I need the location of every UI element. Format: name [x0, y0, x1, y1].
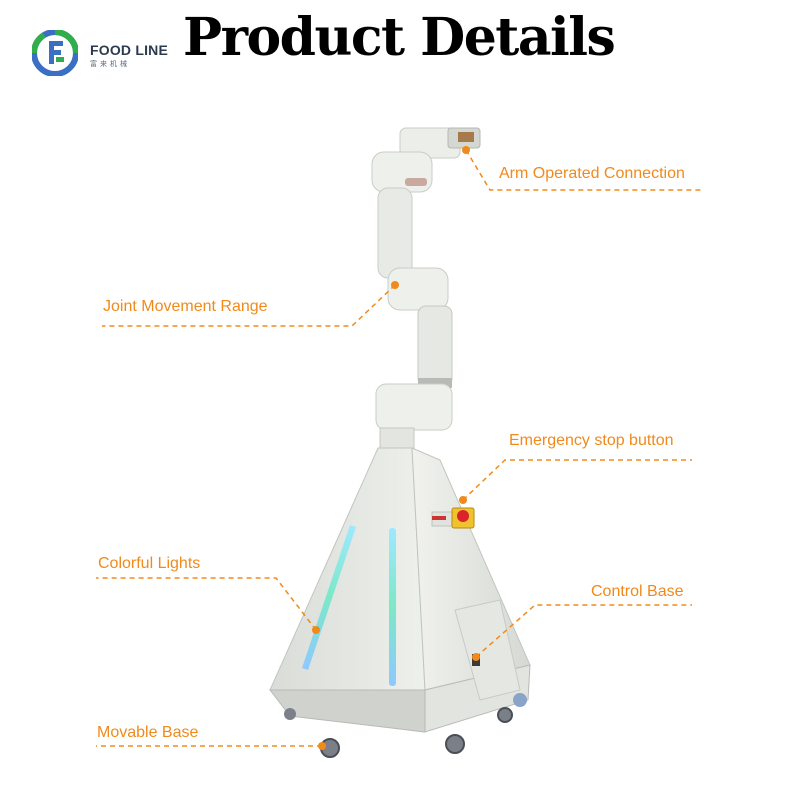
- brand-logo: FOOD LINE 富来机械: [32, 28, 182, 78]
- leader-joint-range: [102, 284, 396, 327]
- leader-colorful-lights: [96, 577, 317, 631]
- leader-emergency-stop: [462, 459, 692, 501]
- callout-colorful-lights: Colorful Lights: [98, 555, 201, 572]
- callout-joint-movement-range: Joint Movement Range: [103, 298, 268, 315]
- callout-arm-operated-connection: Arm Operated Connection: [499, 165, 685, 182]
- callout-emergency-stop-button: Emergency stop button: [509, 432, 674, 449]
- emergency-stop-button-graphic: [432, 507, 475, 529]
- brand-subtitle: 富来机械: [90, 60, 130, 68]
- food-line-logo-icon: [32, 30, 78, 76]
- control-base-body: [268, 447, 531, 733]
- brand-name: FOOD LINE: [90, 42, 169, 58]
- callout-leader-lines: [96, 149, 704, 747]
- leader-control-base: [475, 604, 692, 658]
- caster-wheels: [284, 693, 527, 758]
- callout-dots: [312, 146, 480, 750]
- robot-arm: [371, 127, 481, 451]
- page-title: Product Details: [183, 7, 616, 68]
- callout-control-base: Control Base: [591, 583, 684, 600]
- page-header: FOOD LINE 富来机械 Product Details: [0, 0, 800, 90]
- leader-arm-connection: [465, 149, 704, 191]
- callout-movable-base: Movable Base: [97, 724, 199, 741]
